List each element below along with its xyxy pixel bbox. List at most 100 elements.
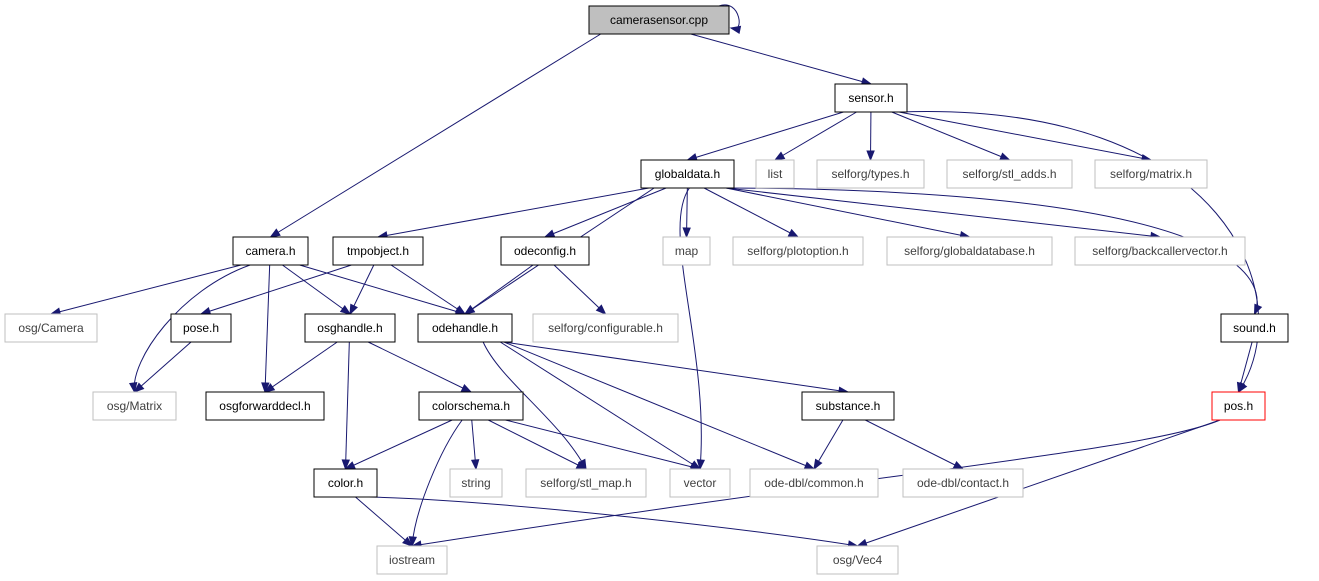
node-osg-matrix: osg/Matrix [92,391,177,421]
node-colorschema-h[interactable]: colorschema.h [418,391,524,421]
node-box [1094,159,1208,189]
node-camerasensor-cpp[interactable]: camerasensor.cpp [588,5,730,35]
node-osg-vec4: osg/Vec4 [816,545,899,575]
edge-arrowhead [133,382,145,393]
node-box [816,545,899,575]
node-pos-h[interactable]: pos.h [1211,391,1266,421]
node-label: colorschema.h [432,399,510,413]
node-label: camerasensor.cpp [610,13,708,27]
edge-odeconfig_h-to-selforg_configurable_h [553,264,607,315]
edge-line [368,496,858,547]
edge-line [264,264,271,393]
node-box [886,236,1053,266]
node-odehandle-h[interactable]: odehandle.h [417,313,513,343]
edge-camera_h-to-odehandle_h [299,264,467,316]
edge-odehandle_h-to-vector [499,341,702,470]
node-label: selforg/plotoption.h [747,244,848,258]
edge-arrowhead [402,536,414,547]
node-osghandle-h[interactable]: osghandle.h [304,313,396,343]
edge-arrowhead [595,304,607,315]
edge-line [857,419,1221,547]
node-osgforwarddecl-h[interactable]: osgforwarddecl.h [205,391,325,421]
edge-arrowhead [263,383,276,393]
edge-line [503,341,815,470]
node-box [449,468,503,498]
node-label: odehandle.h [432,321,498,335]
edge-sensor_h-to-selforg_types_h [866,111,875,162]
node-tmpobject-h[interactable]: tmpobject.h [332,236,424,266]
edge-substance_h-to-ode_dbl_common_h [813,419,844,471]
node-label: selforg/matrix.h [1110,167,1192,181]
edge-camera_h-to-osg_camera [49,264,242,316]
node-substance-h[interactable]: substance.h [801,391,895,421]
node-camera-h[interactable]: camera.h [232,236,309,266]
edge-line [345,341,350,470]
edge-line [544,187,667,238]
edge-line [774,111,857,161]
node-label: selforg/configurable.h [548,321,663,335]
edge-line [200,264,352,315]
node-selforg-stl-adds-h: selforg/stl_adds.h [946,159,1073,189]
edge-arrowhead [543,229,556,238]
edge-line [50,264,242,315]
node-label: osghandle.h [317,321,382,335]
edge-arrowhead [856,538,868,547]
edge-globaldata_h-to-map [682,187,691,239]
node-label: selforg/backcallervector.h [1092,244,1227,258]
edge-line [703,187,799,238]
edge-substance_h-to-ode_dbl_contact_h [865,419,965,470]
edge-camerasensor_cpp-to-camerasensor_cpp [718,4,742,35]
node-label: osg/Camera [18,321,84,335]
edge-camera_h-to-osgforwarddecl_h [261,264,271,394]
edge-sensor_h-to-selforg_matrix_h [898,111,1153,163]
node-globaldata-h[interactable]: globaldata.h [640,159,735,189]
node-sensor-h[interactable]: sensor.h [834,83,908,113]
edge-arrowhead [460,384,473,393]
node-box [816,159,925,189]
node-odeconfig-h[interactable]: odeconfig.h [500,236,590,266]
node-ode-dbl-contact-h: ode-dbl/contact.h [902,468,1024,498]
edge-line [377,187,650,238]
edge-colorschema_h-to-string [470,419,480,471]
edge-arrowhead [341,459,351,471]
node-label: selforg/stl_adds.h [962,167,1056,181]
edge-camera_h-to-osghandle_h [282,264,352,315]
node-box [1220,313,1289,343]
edge-line [679,187,702,470]
node-label: pos.h [1224,399,1253,413]
node-pose-h[interactable]: pose.h [170,313,232,343]
node-box [418,391,524,421]
edge-line [282,264,351,315]
node-box [749,468,879,498]
edge-pose_h-to-osg_matrix [133,341,192,393]
edge-arrowhead [1253,303,1263,316]
node-selforg-backcallervector-h: selforg/backcallervector.h [1074,236,1246,266]
edge-globaldata_h-to-tmpobject_h [376,187,650,240]
node-box [732,236,864,266]
edge-arrowhead [803,461,816,470]
node-string: string [449,468,503,498]
node-box [669,468,731,498]
edge-line [898,111,1152,161]
node-color-h[interactable]: color.h [313,468,378,498]
edge-camera_h-to-osg_matrix [128,264,251,394]
node-box [662,236,711,266]
node-ode-dbl-common-h: ode-dbl/common.h [749,468,879,498]
edge-tmpobject_h-to-odehandle_h [390,264,467,315]
node-label: map [675,244,699,258]
node-box [313,468,378,498]
node-sound-h[interactable]: sound.h [1220,313,1289,343]
node-label: color.h [328,476,363,490]
edge-line [505,419,701,470]
node-box [755,159,795,189]
node-label: globaldata.h [655,167,720,181]
node-iostream: iostream [376,545,448,575]
edge-line [411,419,1221,547]
node-box [4,313,98,343]
edge-line [687,111,844,161]
edge-line [270,33,601,238]
node-label: osg/Vec4 [833,553,883,567]
edge-arrowhead [269,228,281,238]
edge-arrowhead [696,459,706,471]
